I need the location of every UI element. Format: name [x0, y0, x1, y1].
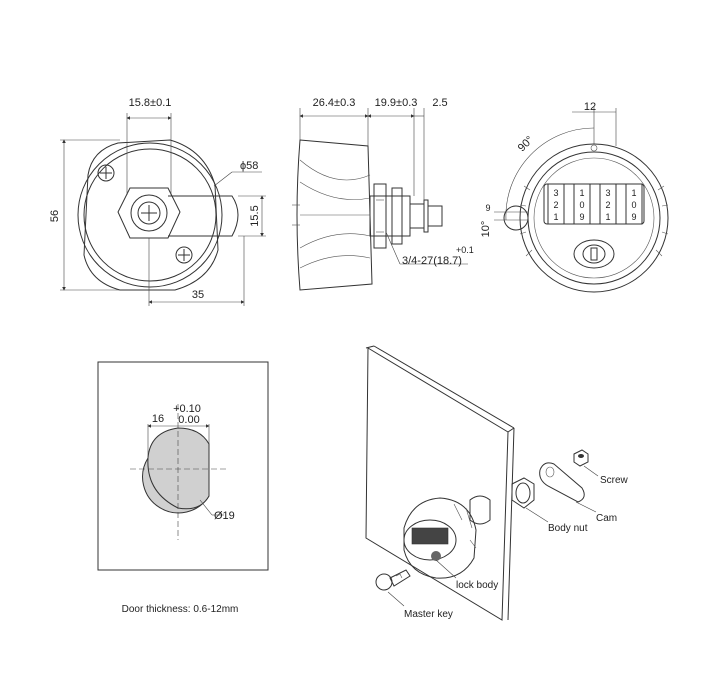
svg-text:9: 9	[579, 212, 584, 222]
side-view: 26.4±0.3 19.9±0.3 2.5 3/4-27(18.7) +0.1	[292, 97, 474, 291]
rear-keyhole	[573, 239, 615, 269]
assembly-key	[375, 569, 411, 591]
rear-angle-label: 90°	[516, 134, 536, 154]
rear-outer-ring	[519, 143, 669, 293]
svg-text:0: 0	[631, 200, 636, 210]
assembly-screw	[573, 449, 589, 467]
svg-text:1: 1	[553, 212, 558, 222]
rear-wheel-3: 3 2 1	[599, 183, 617, 225]
dim-thread-length-label: 19.9±0.3	[375, 97, 418, 109]
door-thickness-note: Door thickness: 0.6-12mm	[122, 604, 239, 615]
svg-text:1: 1	[579, 188, 584, 198]
label-body-nut: Body nut	[548, 523, 588, 534]
assembly-body-nut	[511, 477, 535, 509]
door-panel	[97, 361, 269, 571]
rear-view: 3 2 1 1 0 9 3 2 1 1 0 9	[480, 101, 669, 293]
dim-cam-length-label: 35	[192, 289, 204, 301]
cutout-tol-lower: 0.00	[178, 414, 199, 426]
rear-tilt-label: 10°	[480, 221, 492, 238]
dim-diameter-label: ϕ58	[240, 160, 258, 172]
cutout-flat-label: 16	[152, 413, 164, 425]
label-cam: Cam	[596, 513, 617, 524]
front-screw-bottom	[175, 246, 193, 264]
label-master-key: Master key	[404, 609, 453, 620]
assembly-view: lock body Master key Body nut Cam Screw	[365, 345, 629, 621]
svg-text:3: 3	[605, 188, 610, 198]
dim-height-label: 56	[49, 210, 61, 222]
assembly-lock-body	[403, 497, 477, 579]
rear-wheel-4: 1 0 9	[625, 183, 643, 225]
svg-text:2: 2	[553, 200, 558, 210]
cutout-tol-upper: +0.10	[173, 403, 201, 415]
svg-text:3: 3	[553, 188, 558, 198]
front-cam-arm	[168, 195, 239, 237]
assembly-door	[365, 347, 509, 621]
svg-text:9: 9	[631, 212, 636, 222]
cutout-shape	[147, 427, 210, 510]
svg-text:2: 2	[605, 200, 610, 210]
label-screw: Screw	[600, 475, 629, 486]
svg-text:1: 1	[631, 188, 636, 198]
dim-width-label: 15.8±0.1	[129, 97, 172, 109]
rear-wheel-2: 1 0 9	[573, 183, 591, 225]
side-thread	[369, 195, 411, 237]
svg-text:1: 1	[605, 212, 610, 222]
side-body	[296, 139, 373, 291]
dim-cam-height-label: 15.5	[249, 205, 261, 226]
dim-thread-label: 3/4-27(18.7)	[402, 255, 462, 267]
rear-offset-label: 12	[584, 101, 596, 113]
front-screw-top	[97, 164, 115, 182]
dim-thread-tol-label: +0.1	[456, 245, 474, 255]
rear-small-label: 9	[485, 203, 490, 213]
front-hex-nut	[117, 187, 181, 239]
front-body-outline	[77, 142, 223, 288]
cutout-view: 16 +0.10 0.00 Ø19 Door thickness: 0.6-12…	[97, 361, 269, 615]
front-view: 15.8±0.1 56 ϕ58 15.5 35	[49, 97, 266, 306]
assembly-cam	[539, 462, 585, 503]
dim-body-depth-label: 26.4±0.3	[313, 97, 356, 109]
label-lock-body: lock body	[456, 580, 498, 591]
dim-tip-label: 2.5	[432, 97, 447, 109]
rear-wheel-1: 3 2 1	[547, 183, 565, 225]
cutout-diameter-label: Ø19	[214, 510, 235, 522]
svg-text:0: 0	[579, 200, 584, 210]
